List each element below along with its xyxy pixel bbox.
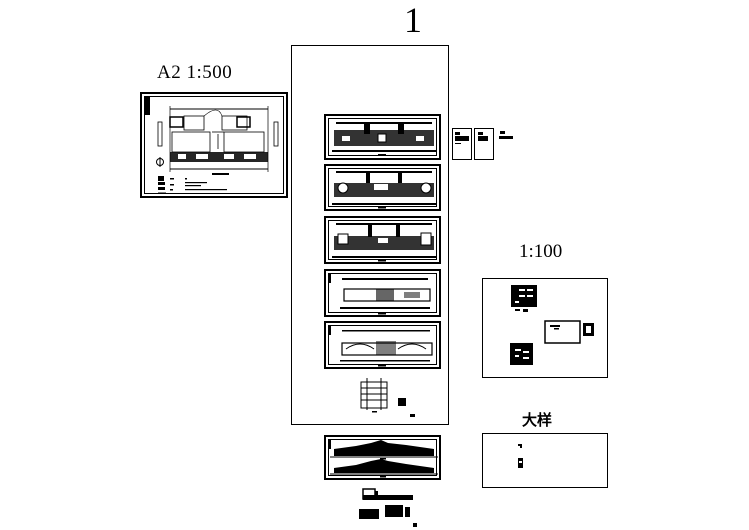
- large-detail-title: 大样: [522, 411, 553, 429]
- small-sheet-1-drawing: [455, 132, 469, 144]
- large-detail-drawing: [518, 444, 523, 468]
- detail-1-100-drawing: [510, 285, 594, 365]
- drawing-title-bar: [212, 173, 229, 175]
- small-sheet-3[interactable]: [498, 130, 518, 144]
- right-wing-block: [221, 115, 248, 131]
- roof-plan-2-drawing: [328, 325, 433, 367]
- detail-box-2: [544, 320, 581, 344]
- section-details[interactable]: [355, 485, 425, 530]
- floor-plan-2[interactable]: [324, 164, 441, 211]
- elevations-sheet[interactable]: [324, 435, 441, 480]
- detail-block-4: [510, 343, 533, 365]
- elevations-drawing: [328, 439, 438, 478]
- large-detail-frame[interactable]: [482, 433, 608, 488]
- floor-plan-2-drawing: [332, 171, 436, 209]
- legend-swatch-2: [158, 182, 165, 185]
- small-sheet-2-drawing: [478, 132, 488, 141]
- courtyard-curve: [203, 109, 223, 117]
- roof-plan-1-drawing: [328, 273, 431, 315]
- legend-swatch-3: [158, 187, 165, 190]
- detail-1-100-frame[interactable]: [482, 278, 608, 378]
- left-main-block: [171, 131, 211, 153]
- right-wing-room: [236, 116, 251, 128]
- floor-plan-1[interactable]: [324, 114, 441, 160]
- left-wing-block: [183, 115, 205, 131]
- stair-symbol: [398, 398, 406, 406]
- note-line-1: [185, 182, 207, 184]
- group-number-label: 1: [404, 0, 422, 40]
- right-main-block: [223, 131, 265, 153]
- floor-plan-1-drawing: [332, 122, 436, 156]
- note-line-2: [185, 185, 201, 187]
- roof-plan-1[interactable]: [324, 269, 441, 317]
- detail-scale-label: 1:100: [519, 241, 563, 262]
- left-wing-room: [169, 116, 184, 128]
- stair-detail[interactable]: [355, 378, 425, 418]
- title-block-strip: [145, 97, 150, 115]
- site-plan-inner-border: [144, 96, 284, 194]
- floor-plan-3-drawing: [332, 223, 436, 262]
- roof-plan-2[interactable]: [324, 321, 441, 369]
- base-hatch: [170, 152, 268, 162]
- site-plan-sheet[interactable]: [140, 92, 288, 198]
- site-plan-drawing: [145, 97, 279, 194]
- floor-plan-3[interactable]: [324, 216, 441, 264]
- small-sheet-1[interactable]: [452, 128, 472, 160]
- note-line-3: [185, 189, 227, 191]
- site-plan-scale-label: A2 1:500: [157, 62, 233, 83]
- small-sheet-2[interactable]: [474, 128, 494, 160]
- legend-swatch-1: [158, 176, 164, 181]
